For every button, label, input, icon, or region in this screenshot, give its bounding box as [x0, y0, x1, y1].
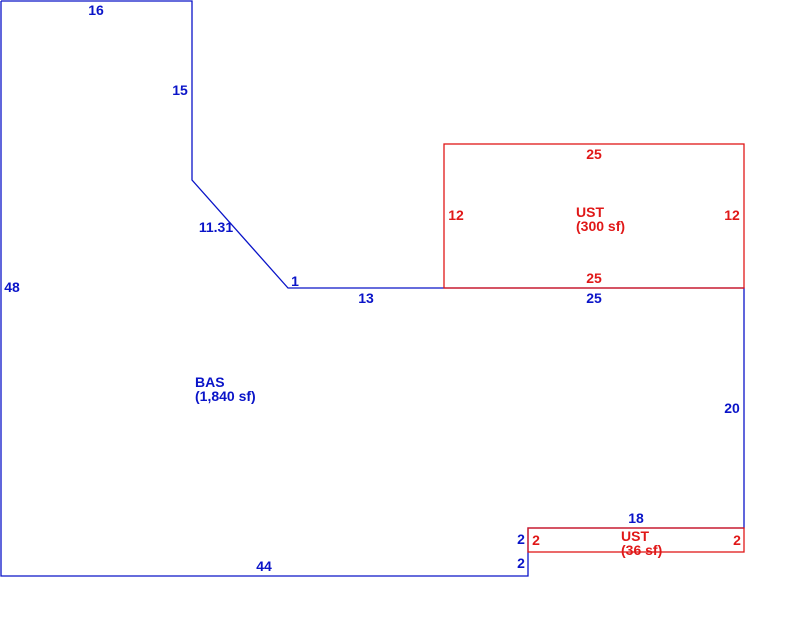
dim-bas-diagonal: 11.31 [199, 219, 233, 235]
dim-ust-top-right: 12 [724, 207, 740, 223]
dim-bas-inner-step-lower: 2 [517, 555, 525, 571]
ust-bottom-code-label: UST [621, 528, 649, 544]
bas-area-label: (1,840 sf) [195, 388, 256, 404]
ust-top-outline [443, 143, 745, 289]
dim-ust-bottom-right: 2 [733, 532, 741, 548]
dim-bas-inner-top: 18 [628, 510, 644, 526]
dim-ust-top-bottom: 25 [586, 270, 602, 286]
dim-bas-top: 16 [88, 2, 104, 18]
dim-bas-right: 20 [724, 400, 740, 416]
dim-bas-notch-vertical: 15 [172, 82, 188, 98]
bas-code-label: BAS [195, 374, 225, 390]
dim-bas-ledge: 13 [358, 290, 374, 306]
ust-top-code-label: UST [576, 204, 604, 220]
dim-ust-top-left: 12 [448, 207, 464, 223]
dim-ust-bottom-left: 2 [532, 532, 540, 548]
ust-top-area-label: (300 sf) [576, 218, 625, 234]
dim-ust-top-top: 25 [586, 146, 602, 162]
dim-bas-step: 1 [291, 273, 299, 289]
ust-bottom-outline [527, 527, 745, 553]
dim-bas-inner-step-upper: 2 [517, 531, 525, 547]
dim-bas-left: 48 [4, 279, 20, 295]
dim-bas-right-top: 25 [586, 290, 602, 306]
bas-outline [0, 0, 745, 577]
ust-bottom-area-label: (36 sf) [621, 542, 662, 558]
dim-bas-bottom: 44 [256, 558, 272, 574]
